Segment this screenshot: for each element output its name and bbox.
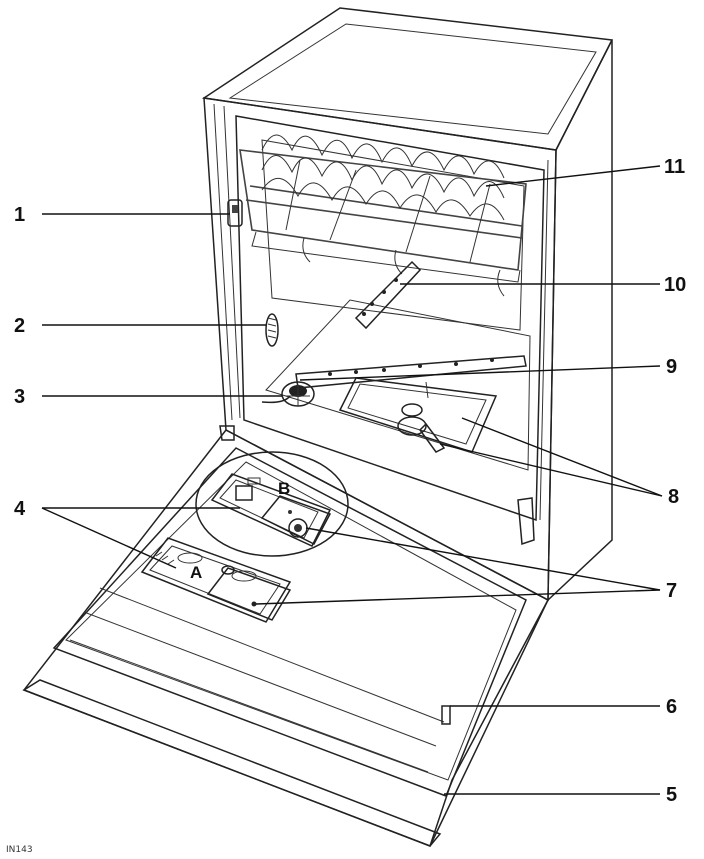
letter-a: A	[190, 563, 202, 582]
callout-1: 1	[14, 204, 25, 226]
callout-5: 5	[666, 784, 677, 806]
callout-8: 8	[668, 486, 679, 508]
leader-7a	[305, 527, 661, 591]
tub-interior	[235, 115, 545, 522]
callout-numbers: 1 2 3 4 5 6 7 8 9 10 11	[14, 156, 686, 806]
cabinet	[201, 7, 614, 602]
leader-8b	[439, 443, 663, 497]
heating-element	[265, 313, 279, 347]
callout-2: 2	[14, 315, 25, 337]
letter-b: B	[278, 479, 290, 498]
figure-code: IN143	[6, 845, 33, 855]
door-latch	[441, 705, 451, 725]
callout-11: 11	[664, 156, 685, 178]
dispenser-detail-magnifier	[195, 451, 349, 557]
basket-height-adjuster	[227, 199, 243, 227]
upper-basket	[239, 134, 527, 297]
open-door	[22, 425, 549, 847]
cabinet-front-frame	[203, 97, 557, 602]
leader-4b	[41, 507, 177, 569]
leader-9	[299, 365, 661, 381]
callout-9: 9	[666, 356, 677, 378]
cabinet-side-panel	[547, 39, 613, 602]
leader-11	[485, 165, 661, 187]
callout-6: 6	[666, 696, 677, 718]
upper-spray-arm	[354, 260, 422, 330]
callout-3: 3	[14, 386, 25, 408]
lower-spray-arm	[295, 355, 527, 389]
leader-lines	[41, 165, 663, 795]
filter	[261, 381, 315, 407]
callout-4: 4	[14, 498, 26, 520]
leader-8a	[461, 417, 663, 497]
leader-7b	[255, 589, 661, 605]
callout-7: 7	[666, 580, 677, 602]
dispenser-unit	[140, 537, 292, 623]
salt-container	[338, 377, 498, 453]
tub-floor	[265, 299, 531, 471]
callout-10: 10	[664, 274, 686, 296]
